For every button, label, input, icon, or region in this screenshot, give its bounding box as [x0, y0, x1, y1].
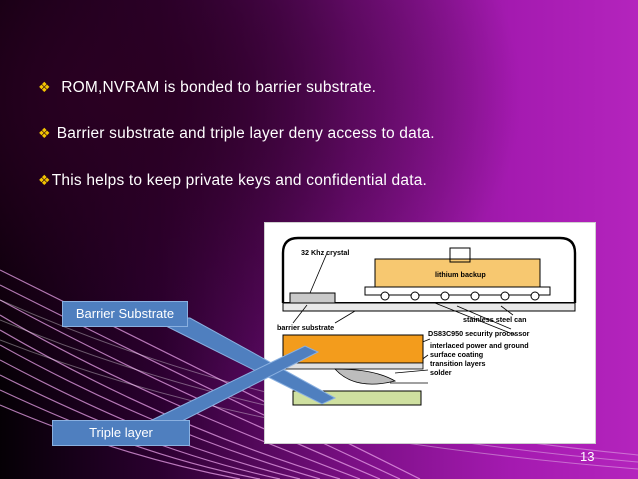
label-solder: solder: [430, 368, 452, 377]
diamond-bullet-icon: ❖: [38, 80, 51, 96]
bullet-3: ❖This helps to keep private keys and con…: [38, 172, 427, 190]
label-crystal: 32 Khz crystal: [301, 248, 349, 257]
label-coating: surface coating: [430, 350, 483, 359]
lithium-battery: [374, 258, 541, 290]
label-lithium: lithium backup: [435, 270, 486, 279]
bullet-2: ❖ Barrier substrate and triple layer deny…: [38, 125, 435, 143]
triple-layer-callout: Triple layer: [52, 420, 190, 446]
barrier-arrow: [149, 317, 337, 405]
cross-section-drawing: 32 Khz crystal lithium backup stainless …: [277, 236, 577, 406]
solder-blob: [334, 368, 397, 385]
diamond-bullet-icon: ❖: [38, 173, 51, 189]
diamond-bullet-icon: ❖: [38, 126, 51, 142]
label-power-ground: interlaced power and ground: [430, 341, 529, 350]
page-number: 13: [580, 449, 595, 464]
bullet-1: ❖ ROM,NVRAM is bonded to barrier substra…: [38, 79, 376, 97]
label-processor: DS83C950 security processor: [428, 329, 530, 338]
crystal-component: [289, 292, 336, 304]
pcb: [282, 302, 576, 312]
label-barrier: barrier substrate: [277, 323, 334, 332]
stainless-can-outline: [281, 236, 577, 303]
bullet-1-text: ROM,NVRAM is bonded to barrier substrate…: [56, 79, 377, 96]
solder-balls: [380, 291, 540, 301]
label-can: stainless steel can: [463, 315, 527, 324]
bullet-3-text: This helps to keep private keys and conf…: [51, 172, 428, 189]
label-transition: transition layers: [430, 359, 486, 368]
barrier-substrate-callout: Barrier Substrate: [62, 301, 188, 327]
bullet-2-text: Barrier substrate and triple layer deny …: [56, 125, 435, 142]
security-module-diagram: 32 Khz crystal lithium backup stainless …: [264, 222, 596, 444]
